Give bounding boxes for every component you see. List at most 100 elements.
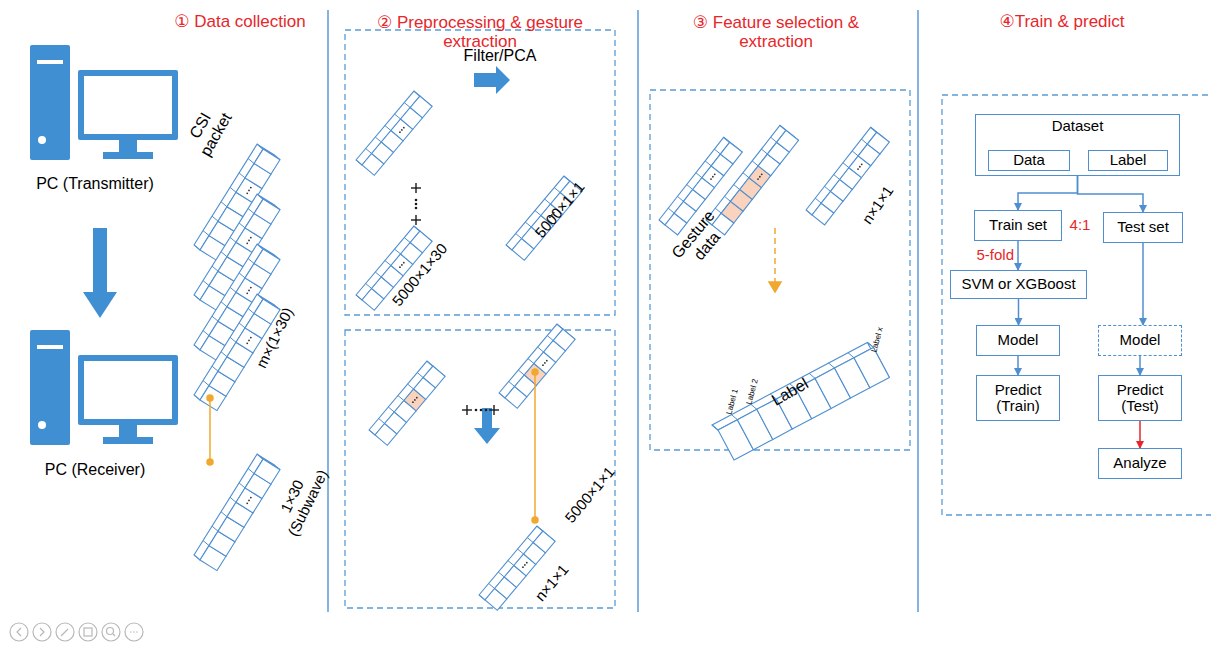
strip-part bbox=[385, 261, 391, 266]
strip-part bbox=[809, 373, 815, 378]
strip-part bbox=[375, 272, 381, 277]
strip-part bbox=[412, 401, 414, 403]
strip-part bbox=[546, 360, 548, 362]
box-text: Dataset bbox=[1052, 118, 1104, 135]
strip-part bbox=[545, 199, 551, 204]
pc-tower bbox=[30, 330, 70, 445]
strip-part bbox=[714, 173, 716, 175]
pc-icon bbox=[30, 45, 178, 160]
process-box: Model bbox=[1098, 325, 1182, 356]
strip-part bbox=[528, 359, 534, 364]
strip-part bbox=[248, 208, 254, 213]
csi-strip bbox=[369, 361, 445, 445]
strip-part bbox=[489, 584, 495, 589]
dimension-label: Label x bbox=[870, 326, 885, 353]
strip-part bbox=[194, 395, 200, 400]
dimension-label: PC (Receiver) bbox=[35, 461, 155, 479]
strip-part bbox=[248, 308, 254, 313]
flow-arrow bbox=[1018, 299, 1020, 325]
strip-part bbox=[246, 292, 248, 294]
csi-strip bbox=[712, 342, 889, 460]
strip-part bbox=[416, 397, 418, 399]
strip-part bbox=[710, 178, 712, 180]
dimension-label: n×1×1 bbox=[532, 561, 572, 604]
dimension-label: PC (Transmitter) bbox=[35, 175, 155, 193]
down-arrow bbox=[474, 408, 500, 444]
strip-part bbox=[714, 149, 720, 154]
box-text: Predict (Train) bbox=[983, 382, 1053, 415]
strip-part bbox=[248, 468, 254, 473]
strip-part bbox=[239, 323, 245, 328]
strip-part bbox=[687, 185, 693, 190]
strip-part bbox=[712, 425, 718, 430]
strip-part bbox=[859, 166, 861, 168]
csi-strips bbox=[194, 91, 889, 610]
strip-part bbox=[194, 294, 263, 400]
strip-part bbox=[395, 114, 401, 119]
strip-part bbox=[533, 531, 555, 553]
edge-label: 5-fold bbox=[976, 247, 1014, 264]
process-box: Predict (Test) bbox=[1098, 375, 1182, 421]
strip-part bbox=[553, 329, 575, 351]
strip-part bbox=[806, 127, 877, 215]
pc-icon bbox=[30, 330, 178, 445]
strip-part bbox=[527, 538, 533, 543]
strip-part bbox=[401, 264, 403, 266]
strip-part bbox=[395, 249, 401, 254]
strip-part bbox=[194, 555, 200, 560]
strip-part bbox=[403, 262, 405, 264]
pc-monitor bbox=[78, 355, 178, 425]
strip-part bbox=[212, 366, 218, 371]
pc-screen bbox=[84, 76, 172, 134]
strip-part bbox=[720, 142, 742, 164]
strip-part bbox=[518, 370, 524, 375]
strip-part bbox=[848, 353, 854, 358]
strip-part bbox=[696, 173, 702, 178]
flow-arrow bbox=[1017, 356, 1019, 375]
strip-part bbox=[538, 347, 544, 352]
strip-part bbox=[659, 137, 730, 225]
strip-part bbox=[388, 407, 394, 412]
strip-part bbox=[668, 208, 674, 213]
strip-part bbox=[248, 190, 250, 192]
dashed-regions bbox=[345, 30, 1211, 608]
strip-part bbox=[861, 163, 863, 165]
strip-part bbox=[401, 129, 403, 131]
strip-part bbox=[203, 281, 209, 286]
pc-stand bbox=[119, 140, 137, 152]
strip-part bbox=[857, 168, 859, 170]
strip-part bbox=[356, 160, 362, 165]
strip-part bbox=[398, 396, 404, 401]
strip-part bbox=[743, 173, 749, 178]
strip-part bbox=[212, 316, 218, 321]
strip-part bbox=[375, 137, 381, 142]
strip-part bbox=[410, 96, 432, 118]
strip-part bbox=[759, 176, 761, 178]
strip-part bbox=[815, 198, 821, 203]
process-box: Data bbox=[988, 150, 1070, 171]
strip-part bbox=[399, 266, 401, 268]
strip-part bbox=[239, 483, 245, 488]
strip-part bbox=[677, 196, 683, 201]
process-box: Train set bbox=[974, 210, 1062, 241]
strip-part bbox=[499, 324, 563, 398]
strip-part bbox=[659, 220, 665, 225]
section-heading: ④Train & predict bbox=[999, 13, 1124, 32]
box-text: Model bbox=[1120, 332, 1161, 349]
strip-part bbox=[757, 178, 759, 180]
pc-slot bbox=[37, 345, 63, 349]
strip-part bbox=[829, 363, 835, 368]
strip-part bbox=[230, 237, 236, 242]
separator bbox=[637, 10, 639, 612]
strip-part bbox=[408, 384, 414, 389]
strip-part bbox=[516, 234, 522, 239]
separator bbox=[917, 10, 919, 612]
process-box: Test set bbox=[1103, 212, 1183, 243]
strip-part bbox=[221, 252, 227, 257]
csi-strip bbox=[356, 91, 432, 175]
strip-part bbox=[230, 287, 236, 292]
strip-part bbox=[705, 161, 711, 166]
process-box: Model bbox=[976, 325, 1060, 356]
pc-screen bbox=[84, 361, 172, 419]
strip-part bbox=[203, 381, 209, 386]
